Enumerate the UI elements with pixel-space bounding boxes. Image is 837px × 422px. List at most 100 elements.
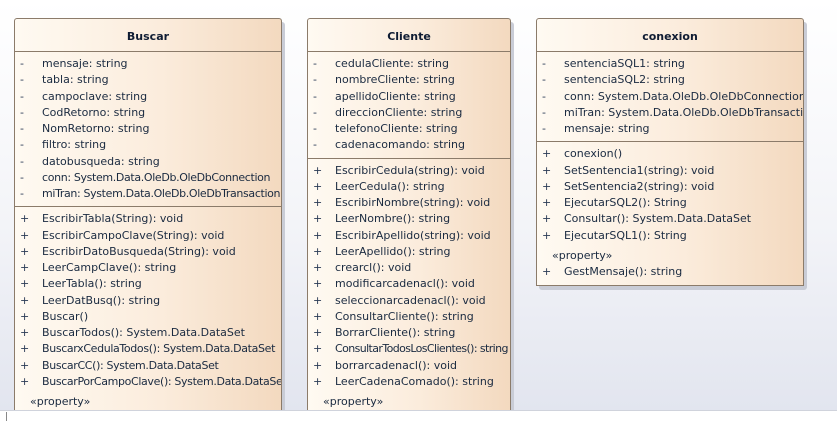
attribute-row[interactable]: -CodRetorno: string <box>15 105 281 121</box>
class-cliente[interactable]: Cliente -cedulaCliente: string-nombreCli… <box>307 18 511 410</box>
attribute-row[interactable]: -datobusqueda: string <box>15 154 281 170</box>
member-signature: campoclave: string <box>42 89 148 103</box>
attribute-row[interactable]: -conn: System.Data.OleDb.OleDbConnection <box>15 170 281 186</box>
operation-row[interactable]: +EjecutarSQL2(): String <box>537 195 803 211</box>
attribute-row[interactable]: -apellidoCliente: string <box>308 89 510 105</box>
member-signature: ConsultarTodosLosClientes(): string <box>335 342 508 356</box>
visibility-marker: - <box>542 89 546 103</box>
member-signature: LeerTabla(): string <box>42 277 142 291</box>
operations-compartment: +EscribirCedula(string): void+LeerCedula… <box>308 159 510 395</box>
operation-row[interactable]: +LeerTabla(): string <box>15 276 281 292</box>
attribute-row[interactable]: -nombreCliente: string <box>308 72 510 88</box>
attribute-row[interactable]: -mensaje: string <box>15 56 281 72</box>
operation-row[interactable]: +BuscarCC(): System.Data.DataSet <box>15 358 281 374</box>
member-signature: EjecutarSQL1(): String <box>564 228 687 242</box>
operation-row[interactable]: +conexion() <box>537 146 803 162</box>
operation-row[interactable]: +BuscarPorCampoClave(): System.Data.Data… <box>15 374 281 390</box>
operation-row[interactable]: +Buscar() <box>15 309 281 325</box>
operation-row[interactable]: +seleccionarcadenacl(): void <box>308 293 510 309</box>
operation-row[interactable]: +LeerApellido(): string <box>308 244 510 260</box>
operation-row[interactable]: +BuscarxCedulaTodos(): System.Data.DataS… <box>15 341 281 357</box>
member-signature: BorrarCliente(): string <box>335 326 456 339</box>
visibility-marker: + <box>20 261 30 274</box>
operation-row[interactable]: +SetSentencia1(string): void <box>537 163 803 179</box>
operation-row[interactable]: +LeerNombre(): string <box>308 211 510 227</box>
compartment-divider <box>537 51 803 52</box>
visibility-marker: - <box>313 73 317 87</box>
member-signature: LeerCampClave(): string <box>42 261 177 274</box>
visibility-marker: + <box>20 309 30 323</box>
attribute-row[interactable]: -mensaje: string <box>537 121 803 137</box>
member-signature: miTran: System.Data.OleDb.OleDbTransacti… <box>42 187 281 200</box>
member-signature: modificarcadenacl(): void <box>335 277 475 291</box>
operation-row[interactable]: + LeerDatBusq(): string <box>15 293 281 309</box>
operation-row[interactable]: +SetSentencia2(string): void <box>537 179 803 195</box>
operation-row[interactable]: +LeerCedula(): string <box>308 179 510 195</box>
member-signature: LeerDatBusq(): string <box>42 293 161 307</box>
attribute-row[interactable]: -filtro: string <box>15 137 281 153</box>
visibility-marker: - <box>542 73 546 87</box>
visibility-marker: + <box>313 196 323 209</box>
member-signature: tabla: string <box>42 73 109 87</box>
visibility-marker: - <box>20 170 24 184</box>
member-signature: ConsultarCliente(): string <box>335 309 474 323</box>
operation-row[interactable]: +ConsultarCliente(): string <box>308 309 510 325</box>
attribute-row[interactable]: -sentenciaSQL1: string <box>537 56 803 72</box>
operation-row[interactable]: +EscribirCampoClave(String): void <box>15 228 281 244</box>
visibility-marker: + <box>542 228 552 242</box>
member-signature: BuscarPorCampoClave(): System.Data.DataS… <box>42 374 282 388</box>
attribute-row[interactable]: -miTran: System.Data.OleDb.OleDbTransact… <box>15 186 281 202</box>
attribute-row[interactable]: -direccionCliente: string <box>308 105 510 121</box>
visibility-marker: + <box>313 358 323 372</box>
operation-row[interactable]: +modificarcadenacl(): void <box>308 276 510 292</box>
visibility-marker: + <box>542 196 552 209</box>
attribute-row[interactable]: -telefonoCliente: string <box>308 121 510 137</box>
operation-row[interactable]: +EscribirDatoBusqueda(String): void <box>15 244 281 260</box>
class-buscar[interactable]: Buscar -mensaje: string-tabla: string-ca… <box>14 18 282 410</box>
operation-row[interactable]: + LeerCampClave(): string <box>15 260 281 276</box>
class-name: conexion <box>642 30 698 43</box>
class-conexion[interactable]: conexion -sentenciaSQL1: string-sentenci… <box>536 18 804 286</box>
attribute-row[interactable]: -NomRetorno: string <box>15 121 281 137</box>
visibility-marker: - <box>20 154 24 168</box>
stereotype-label: «property» <box>30 395 91 408</box>
attribute-row[interactable]: - conn: System.Data.OleDb.OleDbConnection <box>537 89 803 105</box>
member-signature: conn: System.Data.OleDb.OleDbConnection <box>564 89 804 103</box>
member-signature: NomRetorno: string <box>42 122 150 135</box>
operation-row[interactable]: +EscribirApellido(string): void <box>308 228 510 244</box>
visibility-marker: + <box>313 261 323 274</box>
attribute-row[interactable]: -miTran: System.Data.OleDb.OleDbTransact… <box>537 105 803 121</box>
attribute-row[interactable]: -campoclave: string <box>15 89 281 105</box>
visibility-marker: + <box>542 212 552 226</box>
operation-row[interactable]: +EscribirTabla(String): void <box>15 211 281 227</box>
operation-row[interactable]: +BorrarCliente(): string <box>308 325 510 341</box>
attribute-row[interactable]: -cedulaCliente: string <box>308 56 510 72</box>
attribute-row[interactable]: -cadenacomando: string <box>308 137 510 153</box>
operation-row[interactable]: + EscribirNombre(string): void <box>308 195 510 211</box>
operation-row[interactable]: +BuscarTodos(): System.Data.DataSet <box>15 325 281 341</box>
compartment-divider <box>308 51 510 52</box>
attribute-row[interactable]: -tabla: string <box>15 72 281 88</box>
operation-row[interactable]: +EscribirCedula(string): void <box>308 163 510 179</box>
operation-row[interactable]: +crearcl(): void <box>308 260 510 276</box>
visibility-marker: - <box>542 57 546 70</box>
visibility-marker: + <box>20 244 30 258</box>
attribute-row[interactable]: -sentenciaSQL2: string <box>537 72 803 88</box>
operation-row[interactable]: + EjecutarSQL1(): String <box>537 228 803 244</box>
visibility-marker: - <box>20 105 24 119</box>
visibility-marker: + <box>20 293 30 307</box>
operation-row[interactable]: +Consultar(): System.Data.DataSet <box>537 211 803 227</box>
status-strip <box>0 410 837 422</box>
member-signature: seleccionarcadenacl(): void <box>335 293 486 307</box>
visibility-marker: - <box>313 105 317 119</box>
operation-row[interactable]: + borrarcadenacl(): void <box>308 358 510 374</box>
operation-row[interactable]: +ConsultarTodosLosClientes(): string <box>308 341 510 357</box>
member-signature: EscribirNombre(string): void <box>335 196 491 209</box>
operation-row[interactable]: +LeerCadenaComado(): string <box>308 374 510 390</box>
stereotype-label: «property» <box>323 395 384 408</box>
visibility-marker: - <box>542 122 546 135</box>
visibility-marker: + <box>313 244 323 258</box>
member-signature: borrarcadenacl(): void <box>335 358 458 372</box>
member-signature: apellidoCliente: string <box>335 89 456 103</box>
operation-row[interactable]: +GestMensaje(): string <box>537 264 803 280</box>
